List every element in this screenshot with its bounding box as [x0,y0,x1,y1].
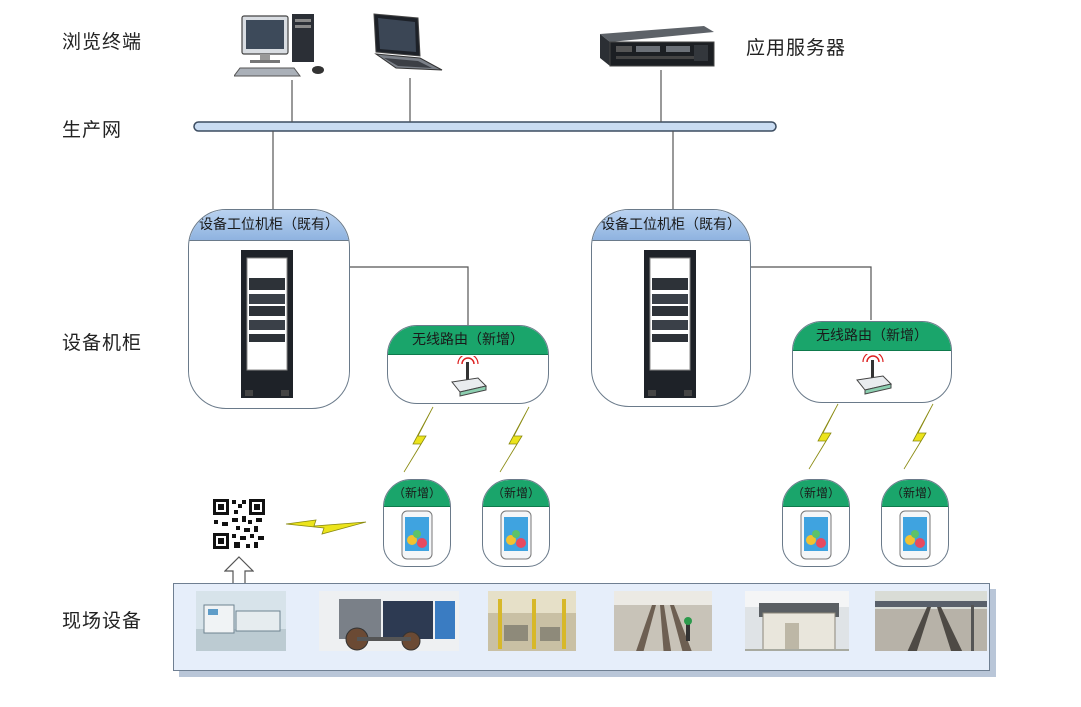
trackside-equipment-room-photo [745,591,849,651]
server-rack-icon [644,250,696,398]
phone-title: （新增） [783,480,849,507]
label-app-server: 应用服务器 [746,37,847,59]
phone-title: （新增） [483,480,549,507]
cabinet-title: 设备工位机柜（既有） [189,210,349,241]
production-network-bus [193,121,777,132]
smartphone-icon [899,510,931,560]
laptop-icon [373,13,443,71]
phone-title: （新增） [384,480,450,507]
smartphone-icon [800,510,832,560]
router-card-1: 无线路由（新增） [387,325,549,404]
phone-card-1: （新增） [383,479,451,567]
router-title: 无线路由（新增） [388,326,548,355]
field-equipment-bar [173,583,990,671]
desktop-computer-icon [234,14,324,77]
phone-card-3: （新增） [782,479,850,567]
router-title: 无线路由（新增） [793,322,951,351]
assembly-workshop-photo [488,591,576,651]
phone-title: （新增） [882,480,948,507]
router-card-2: 无线路由（新增） [792,321,952,403]
cabinet-card-1: 设备工位机柜（既有） [188,209,350,409]
server-rack-icon [241,250,293,398]
cabinet-card-2: 设备工位机柜（既有） [591,209,751,407]
cabinet-title: 设备工位机柜（既有） [592,210,750,241]
qr-code-icon [212,498,266,550]
wireless-signal-icon [285,403,934,535]
smartphone-icon [401,510,433,560]
wireless-router-icon [856,354,892,395]
wheelset-machine-photo [319,591,459,651]
label-browse-terminal: 浏览终端 [62,31,143,53]
label-equipment-cabinet: 设备机柜 [62,332,143,354]
label-production-network: 生产网 [62,119,123,141]
wireless-router-icon [451,356,487,397]
phone-card-2: （新增） [482,479,550,567]
rack-server-icon [600,26,715,67]
production-line-photo [196,591,286,651]
label-field-equipment: 现场设备 [62,610,143,632]
smartphone-icon [500,510,532,560]
phone-card-4: （新增） [881,479,949,567]
railway-yard-photo [614,591,712,651]
railway-bridge-track-photo [875,591,987,651]
